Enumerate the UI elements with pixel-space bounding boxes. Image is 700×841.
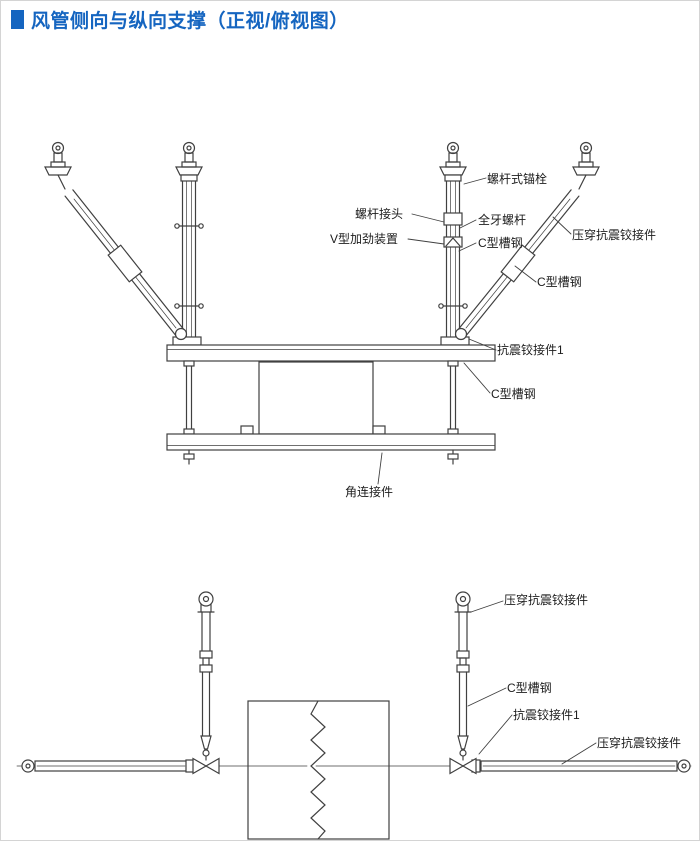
label-angle-connector: 角连接件 <box>345 485 394 499</box>
label-top-through-hinge-left: 压穿抗震铰接件 <box>504 593 589 607</box>
top-hanger-right <box>454 591 472 761</box>
label-c-channel-1: C型槽钢 <box>478 236 523 250</box>
label-v-stiffener: V型加劲装置 <box>330 232 399 246</box>
label-top-seismic-hinge-1: 抗震铰接件1 <box>513 708 580 722</box>
label-c-channel-3: C型槽钢 <box>491 387 536 401</box>
angle-connector-left <box>240 425 254 435</box>
bottom-bolt-right <box>447 449 459 465</box>
anchor-bolt-right-outer <box>572 141 600 190</box>
label-top-through-hinge-right: 压穿抗震铰接件 <box>597 736 682 750</box>
lateral-brace-left <box>21 759 195 773</box>
anchor-bolt-left-outer <box>44 141 72 190</box>
label-through-seismic-hinge: 压穿抗震铰接件 <box>572 228 657 242</box>
page-header: 风管侧向与纵向支撑（正视/俯视图） <box>1 1 699 43</box>
bottom-bolt-left <box>183 449 195 465</box>
leader-lines-top <box>467 600 597 765</box>
lateral-brace-right <box>471 759 691 773</box>
leader-lines-front <box>377 177 572 485</box>
label-threaded-rod: 全牙螺杆 <box>478 213 527 227</box>
c-channel-bottom <box>166 433 496 451</box>
diagonal-brace-right <box>456 189 580 338</box>
v-stiffener-part <box>443 236 463 248</box>
duct-body <box>258 361 374 435</box>
label-anchor-bolt: 螺杆式锚栓 <box>487 172 548 186</box>
anchor-bolt-right-inner <box>439 141 467 176</box>
title-marker-icon <box>11 10 24 29</box>
label-top-c-channel: C型槽钢 <box>507 681 552 695</box>
c-channel-top <box>166 344 496 362</box>
top-view-drawing <box>16 591 692 840</box>
angle-connector-right <box>372 425 386 435</box>
anchor-bolt-left-inner <box>175 141 203 176</box>
hanger-channel-left <box>174 174 204 346</box>
duct-plan <box>247 700 390 840</box>
label-rod-coupler: 螺杆接头 <box>355 207 404 221</box>
clamp-right <box>449 757 477 775</box>
hinge-pin-right <box>454 327 468 341</box>
diagonal-brace-left <box>64 189 186 338</box>
rod-coupler-part <box>443 212 463 226</box>
break-line <box>310 700 326 840</box>
threaded-rod-right-drop <box>447 360 459 435</box>
label-seismic-hinge-1: 抗震铰接件1 <box>497 343 564 357</box>
front-view-drawing <box>44 141 600 485</box>
threaded-rod-left-drop <box>183 360 195 435</box>
label-c-channel-2: C型槽钢 <box>537 275 582 289</box>
clamp-left <box>192 757 220 775</box>
page-title: 风管侧向与纵向支撑（正视/俯视图） <box>31 11 349 32</box>
hanger-channel-right <box>438 174 468 346</box>
hinge-pin-left <box>174 327 188 341</box>
top-hanger-left <box>197 591 215 761</box>
